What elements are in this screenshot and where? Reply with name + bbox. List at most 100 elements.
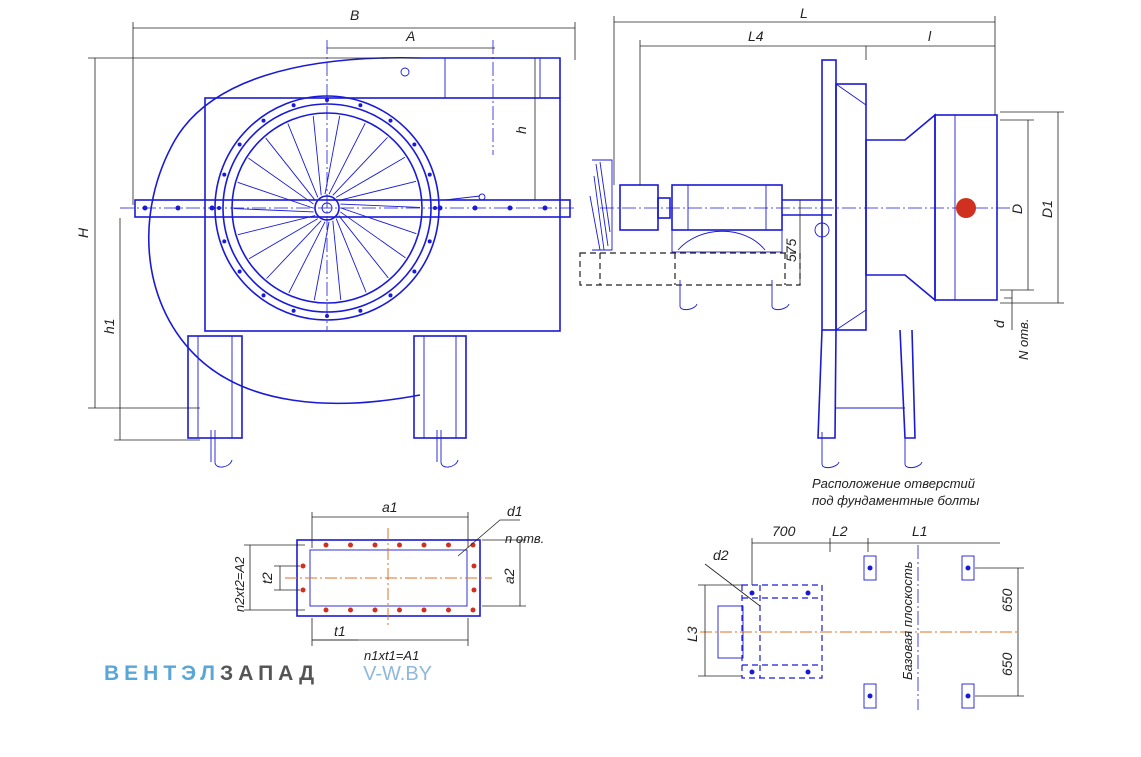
anchor-hole (749, 669, 755, 675)
rim-bolt (412, 269, 417, 274)
flange-bolt (471, 563, 477, 569)
rim-bolt (222, 239, 227, 244)
label-d2: d2 (713, 547, 729, 563)
rim-bolt (261, 118, 266, 123)
side-view: L L4 l D D1 d N отв. 575 (579, 5, 1064, 469)
label-L3: L3 (684, 626, 700, 642)
label-n2t2: n2xt2=A2 (232, 556, 247, 612)
impeller-blade (340, 207, 417, 235)
rim-bolt (412, 142, 417, 147)
logo-part1: ВЕНТЭЛ (104, 662, 221, 685)
label-n1t1: n1xt1=A1 (364, 648, 419, 663)
rim-bolt (291, 308, 296, 313)
flange-bolt (348, 542, 353, 548)
impeller-blade (338, 215, 389, 279)
label-575: 575 (783, 238, 799, 262)
rim-bolt (237, 142, 242, 147)
anchor-hole-pad (863, 555, 877, 581)
anchor-hole-pad (961, 555, 975, 581)
impeller-blade (332, 220, 342, 301)
impeller-blade (335, 156, 406, 198)
rim-bolt (358, 308, 363, 313)
flange-bolt (372, 607, 378, 613)
label-L: L (800, 5, 808, 21)
rim-bolt (237, 269, 242, 274)
anchor-hole (867, 565, 873, 571)
impeller-blade (313, 221, 330, 301)
flange-bolt (446, 542, 451, 548)
label-L4: L4 (748, 28, 764, 44)
flange-bolt (348, 607, 353, 613)
flange-bolt (372, 542, 378, 548)
logo-part2: ЗАПАД (220, 662, 320, 685)
logo-site: V-W.BY (363, 663, 432, 685)
impeller-blade (248, 157, 314, 205)
impeller-blade (335, 218, 367, 293)
impeller-blade (328, 122, 366, 195)
label-t2: t2 (259, 572, 275, 584)
label-base-plane: Базовая плоскость (900, 561, 915, 680)
label-A: A (405, 28, 415, 44)
label-D: D (1009, 204, 1025, 214)
label-a1: a1 (382, 499, 398, 515)
impeller-blades (233, 115, 421, 301)
rim-bolt (427, 172, 432, 177)
rim-bolt (261, 293, 266, 298)
label-D1: D1 (1039, 200, 1055, 218)
flange-bolt (300, 563, 306, 569)
anchor-hole (965, 693, 971, 699)
label-650-bottom: 650 (999, 652, 1015, 676)
impeller-blade (288, 221, 326, 294)
anchor-hole-pad (863, 683, 877, 709)
anchor-hole (805, 669, 811, 675)
rim-bolt (222, 172, 227, 177)
front-view: B A h H h1 (75, 7, 576, 468)
rim-bolt (388, 118, 393, 123)
label-h: h (513, 126, 529, 134)
label-a2: a2 (501, 568, 517, 584)
impeller-blade (248, 218, 319, 260)
brand-logo: ВЕНТЭЛЗАПАД V-W.BY (104, 662, 432, 686)
label-l: l (928, 28, 932, 44)
label-H: H (75, 227, 91, 238)
beam-bolt (507, 205, 513, 211)
anchor-bolt-holes (749, 555, 975, 709)
foundation-note-line2: под фундаментные болты (812, 493, 980, 508)
flange-bolt (323, 607, 329, 613)
impeller-blade (312, 115, 322, 196)
flange-bolt (323, 542, 329, 548)
label-n-otv-side: N отв. (1016, 319, 1031, 360)
flange-bolt (470, 607, 476, 613)
anchor-hole (749, 590, 755, 596)
rim-bolt (358, 103, 363, 108)
rim-bolt (291, 103, 296, 108)
label-L1: L1 (912, 523, 928, 539)
impeller-blade (233, 208, 314, 213)
flange-view: a1 d1 n отв. a2 t2 n2xt2=A2 t1 n1xt1=A1 (232, 499, 544, 663)
flange-bolt (300, 587, 306, 593)
label-B: B (350, 7, 359, 23)
flange-bolt (397, 542, 402, 548)
flange-bolts (300, 542, 477, 613)
label-L2: L2 (832, 523, 848, 539)
impeller-blade (338, 180, 417, 201)
impeller-blade (237, 215, 316, 236)
impeller-blade (340, 211, 406, 259)
anchor-hole-pad (961, 683, 975, 709)
impeller-blade (266, 220, 322, 279)
impeller-blade (237, 181, 314, 209)
flange-bolt (421, 542, 427, 548)
flange-bolt (446, 607, 451, 613)
label-700: 700 (772, 523, 796, 539)
label-650-top: 650 (999, 588, 1015, 612)
rim-bolt (325, 98, 329, 102)
rim-bolt (427, 239, 432, 244)
impeller-blade (340, 203, 421, 208)
label-d1: d1 (507, 503, 523, 519)
flange-bolt (421, 607, 427, 613)
impeller-blade (265, 137, 316, 201)
flange-bolt (471, 587, 477, 593)
foundation-note-line1: Расположение отверстий (812, 476, 975, 491)
label-n-otv: n отв. (505, 531, 544, 546)
